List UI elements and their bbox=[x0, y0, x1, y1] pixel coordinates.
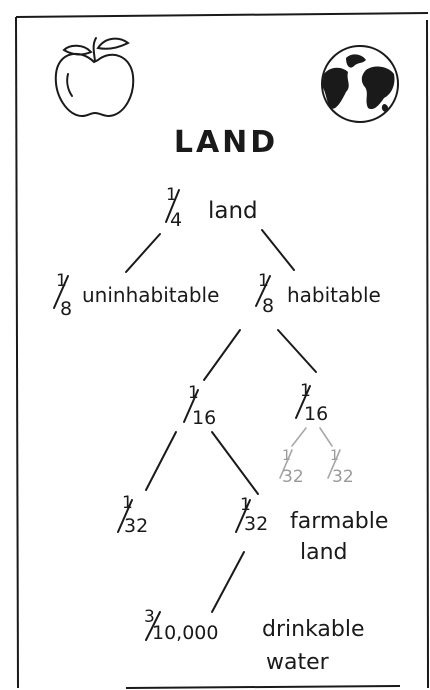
fraction-denominator: 32 bbox=[282, 467, 304, 487]
edge-land-habitable bbox=[261, 229, 295, 271]
node-habitable: 1 8 habitable bbox=[255, 271, 381, 317]
fraction-numerator: 1 bbox=[282, 448, 291, 464]
edge-left16-left32 bbox=[145, 431, 177, 491]
node-label: farmable bbox=[290, 509, 388, 534]
edge-land-uninhabitable bbox=[125, 233, 161, 273]
fraction-denominator: 10,000 bbox=[152, 622, 218, 644]
node-label: habitable bbox=[287, 283, 381, 307]
fraction-denominator: 16 bbox=[304, 403, 328, 425]
edge-habitable-right16 bbox=[277, 329, 317, 373]
node-farmable: 1 32 farmable land bbox=[235, 495, 388, 565]
node-land: 1 4 land bbox=[165, 185, 258, 231]
fraction-denominator: 32 bbox=[124, 515, 148, 537]
fraction-numerator: 1 bbox=[188, 383, 199, 403]
fraction-numerator: 1 bbox=[240, 495, 251, 515]
fraction-numerator: 3 bbox=[144, 607, 155, 627]
node-label: land bbox=[300, 540, 348, 565]
node-left-sixteenth: 1 16 bbox=[183, 383, 216, 429]
node-label: water bbox=[266, 650, 330, 675]
diagram-title: LAND bbox=[174, 125, 278, 160]
fraction-denominator: 4 bbox=[170, 209, 182, 231]
node-uninhabitable: 1 8 uninhabitable bbox=[53, 271, 219, 320]
fraction-numerator: 1 bbox=[122, 493, 133, 513]
edge-gray-left bbox=[291, 427, 307, 447]
fraction-denominator: 32 bbox=[332, 467, 354, 487]
node-gray-left: 1 32 bbox=[279, 448, 304, 487]
fraction-denominator: 8 bbox=[60, 298, 72, 320]
apple-icon bbox=[54, 37, 135, 118]
node-label: land bbox=[208, 198, 258, 224]
fraction-numerator: 1 bbox=[258, 271, 269, 291]
node-label: uninhabitable bbox=[82, 283, 219, 307]
edge-gray-right bbox=[319, 427, 333, 447]
fraction-numerator: 1 bbox=[300, 381, 311, 401]
node-right-sixteenth: 1 16 bbox=[295, 381, 328, 425]
node-label: drinkable bbox=[262, 617, 365, 642]
page-frame bbox=[15, 12, 429, 689]
fraction-numerator: 1 bbox=[330, 448, 339, 464]
node-gray-right: 1 32 bbox=[327, 448, 354, 487]
edge-left16-right32 bbox=[211, 431, 259, 495]
node-left-thirtysecond: 1 32 bbox=[117, 493, 148, 537]
globe-icon bbox=[321, 45, 399, 123]
fraction-denominator: 16 bbox=[192, 407, 216, 429]
edge-habitable-left16 bbox=[203, 329, 241, 381]
fraction-numerator: 1 bbox=[166, 185, 177, 205]
node-drinkable: 3 10,000 drinkable water bbox=[144, 607, 365, 675]
fraction-numerator: 1 bbox=[56, 271, 67, 291]
edge-farmable-drinkable bbox=[211, 551, 245, 613]
fraction-denominator: 32 bbox=[244, 513, 268, 535]
fraction-denominator: 8 bbox=[262, 295, 274, 317]
